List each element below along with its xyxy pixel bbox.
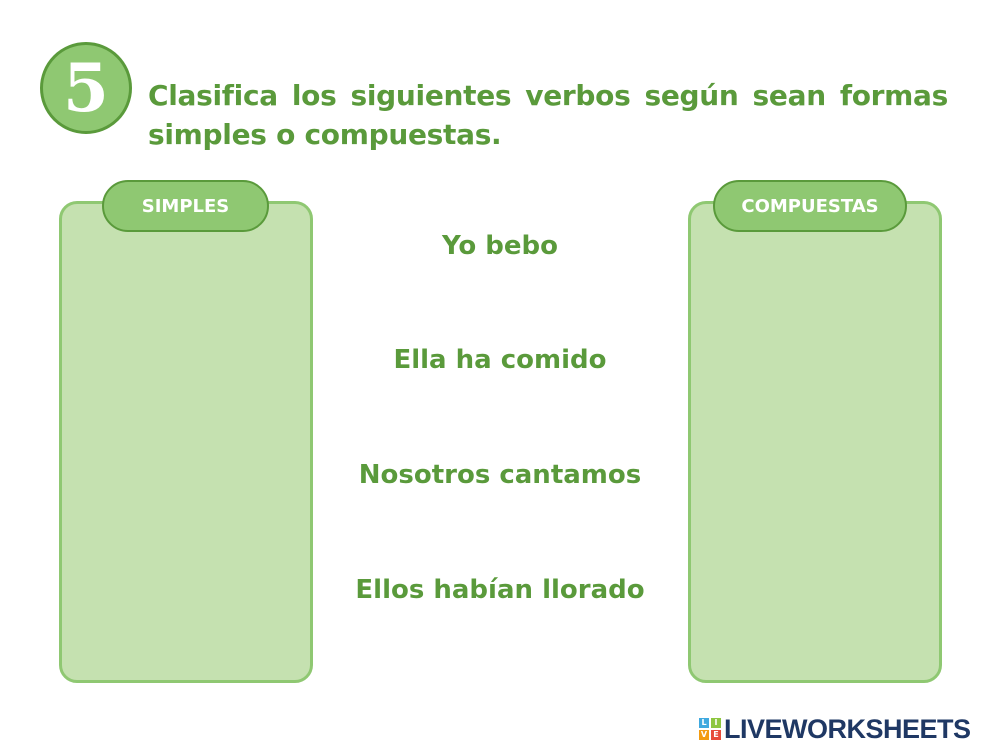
logo-square-v: V: [699, 730, 709, 740]
exercise-number: 5: [63, 49, 109, 127]
exercise-instruction: Clasifica los siguientes verbos según se…: [148, 79, 948, 151]
logo-square-i: I: [711, 718, 721, 728]
exercise-number-badge: 5: [40, 42, 132, 134]
logo-square-l: L: [699, 718, 709, 728]
compuestas-label-text: COMPUESTAS: [741, 195, 879, 217]
compuestas-label: COMPUESTAS: [713, 180, 907, 232]
liveworksheets-logo-text: LIVEWORKSHEETS: [724, 713, 971, 744]
logo-square-e: E: [711, 730, 721, 740]
liveworksheets-logo: L I V E LIVEWORKSHEETS: [699, 714, 971, 744]
simples-label: SIMPLES: [102, 180, 269, 232]
simples-label-text: SIMPLES: [141, 195, 230, 217]
compuestas-drop-zone[interactable]: [688, 201, 942, 683]
simples-drop-zone[interactable]: [59, 201, 313, 683]
verb-item-nosotros-cantamos[interactable]: Nosotros cantamos: [358, 460, 642, 490]
verb-item-ella-ha-comido[interactable]: Ella ha comido: [393, 345, 607, 375]
liveworksheets-logo-icon: L I V E: [699, 718, 721, 740]
verb-item-yo-bebo[interactable]: Yo bebo: [441, 231, 559, 261]
verb-item-ellos-habian-llorado[interactable]: Ellos habían llorado: [355, 575, 645, 605]
